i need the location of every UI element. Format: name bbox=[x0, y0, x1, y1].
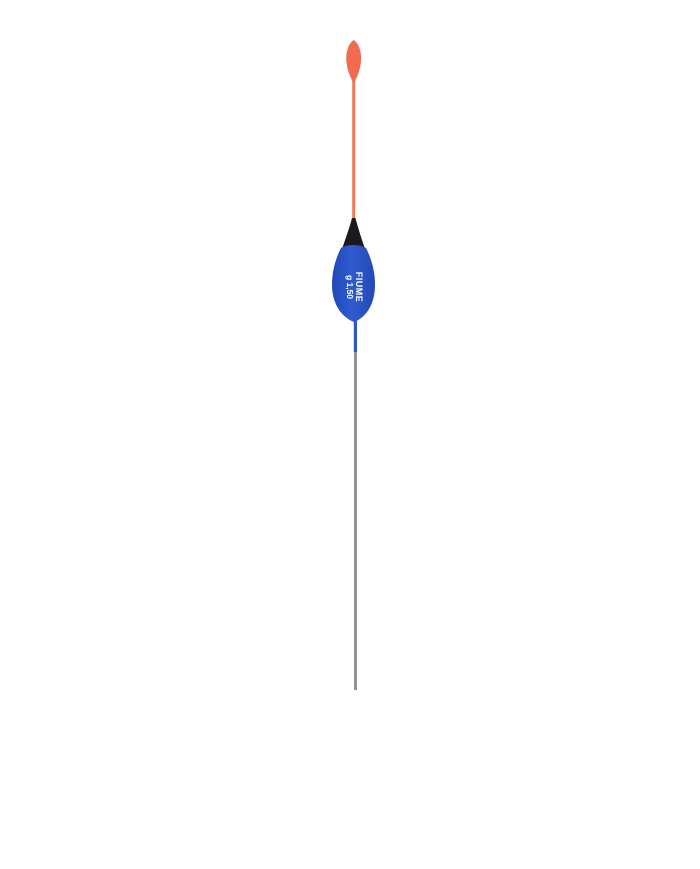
float-shoulder bbox=[341, 218, 366, 252]
float-tip bbox=[346, 40, 362, 82]
weight-label: g 1,50 bbox=[345, 274, 355, 300]
float-label: FIUME g 1,50 bbox=[338, 262, 370, 312]
float-wire bbox=[354, 348, 357, 690]
float-stem bbox=[353, 318, 357, 352]
float-body bbox=[332, 245, 375, 322]
brand-label: FIUME bbox=[354, 271, 364, 303]
float-antenna bbox=[352, 70, 356, 222]
